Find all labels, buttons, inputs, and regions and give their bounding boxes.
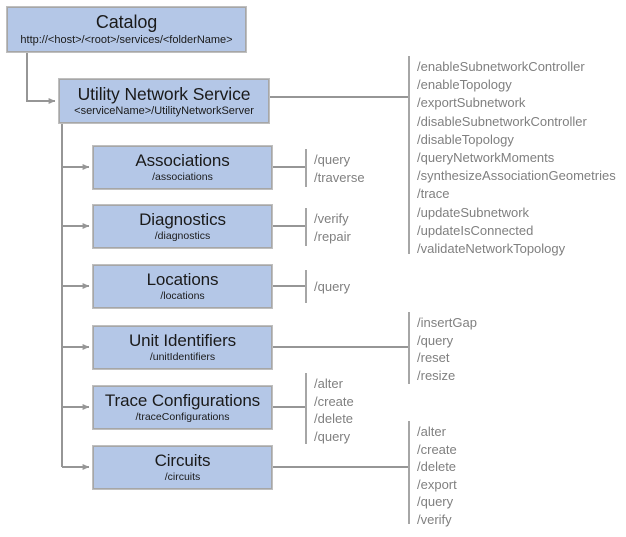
node-catalog[interactable]: Catalog http://<host>/<root>/services/<f… [7, 7, 246, 52]
operation-item: /updateSubnetwork [417, 204, 530, 220]
locations-title: Locations [146, 269, 219, 289]
operation-item: /synthesizeAssociationGeometries [417, 168, 616, 184]
catalog-title: Catalog [95, 11, 158, 32]
operation-item: /create [314, 393, 354, 409]
node-unit-identifiers[interactable]: Unit Identifiers /unitIdentifiers [93, 326, 272, 369]
operation-item: /export [417, 476, 457, 492]
operations-list-associations: /query/traverse [314, 151, 365, 186]
node-locations[interactable]: Locations /locations [93, 265, 272, 308]
unit-identifiers-path: /unitIdentifiers [149, 351, 216, 364]
operations-list-trace-configurations: /alter/create/delete/query [314, 375, 354, 445]
associations-title: Associations [135, 150, 230, 170]
operation-item: /alter [314, 376, 343, 391]
operations-list-locations: /query [314, 278, 350, 296]
operation-item: /create [417, 441, 457, 457]
operation-item: /query [314, 279, 351, 294]
operation-item: /enableSubnetworkController [417, 59, 585, 74]
catalog-path: http://<host>/<root>/services/<folderNam… [20, 33, 233, 46]
operations-list-unit-identifiers: /insertGap/query/reset/resize [417, 314, 477, 384]
operation-item: /query [314, 428, 351, 444]
operation-item: /insertGap [417, 315, 477, 330]
locations-path: /locations [160, 290, 205, 303]
operation-item: /traverse [314, 169, 365, 185]
unit-identifiers-title: Unit Identifiers [128, 330, 237, 350]
operation-item: /disableTopology [417, 131, 514, 147]
node-circuits[interactable]: Circuits /circuits [93, 446, 272, 489]
operation-item: /query [417, 332, 454, 348]
operation-item: /alter [417, 424, 446, 439]
operations-list-service: /enableSubnetworkController/enableTopolo… [417, 58, 616, 258]
trace-configurations-title: Trace Configurations [104, 390, 261, 410]
operation-item: /query [314, 152, 351, 167]
operation-item: /delete [417, 459, 457, 475]
node-utility-network-service[interactable]: Utility Network Service <serviceName>/Ut… [59, 79, 269, 123]
operations-list-diagnostics: /verify/repair [314, 210, 351, 245]
associations-path: /associations [152, 171, 213, 184]
operation-item: /resize [417, 367, 456, 383]
operation-item: /disableSubnetworkController [417, 113, 587, 129]
diagnostics-title: Diagnostics [139, 209, 226, 229]
operation-item: /verify [314, 211, 349, 226]
operation-item: /validateNetworkTopology [417, 241, 566, 257]
operation-item: /trace [417, 186, 450, 202]
operation-item: /repair [314, 228, 351, 244]
circuits-title: Circuits [154, 450, 211, 470]
diagnostics-path: /diagnostics [154, 230, 211, 243]
node-diagnostics[interactable]: Diagnostics /diagnostics [93, 205, 272, 248]
operation-item: /enableTopology [417, 77, 512, 93]
trace-configurations-path: /traceConfigurations [135, 411, 230, 424]
node-trace-configurations[interactable]: Trace Configurations /traceConfiguration… [93, 386, 272, 429]
operation-item: /reset [417, 350, 450, 366]
service-title: Utility Network Service [77, 83, 251, 104]
service-path: <serviceName>/UtilityNetworkServer [74, 104, 254, 117]
operations-list-circuits: /alter/create/delete/export/query/verify [417, 423, 457, 529]
operation-item: /delete [314, 411, 354, 427]
operation-item: /updateIsConnected [417, 222, 534, 238]
circuits-path: /circuits [164, 471, 201, 484]
operation-item: /query [417, 494, 454, 510]
operation-item: /exportSubnetwork [417, 95, 526, 111]
operation-item: /queryNetworkMoments [417, 150, 555, 166]
operation-item: /verify [417, 511, 452, 527]
node-associations[interactable]: Associations /associations [93, 146, 272, 189]
